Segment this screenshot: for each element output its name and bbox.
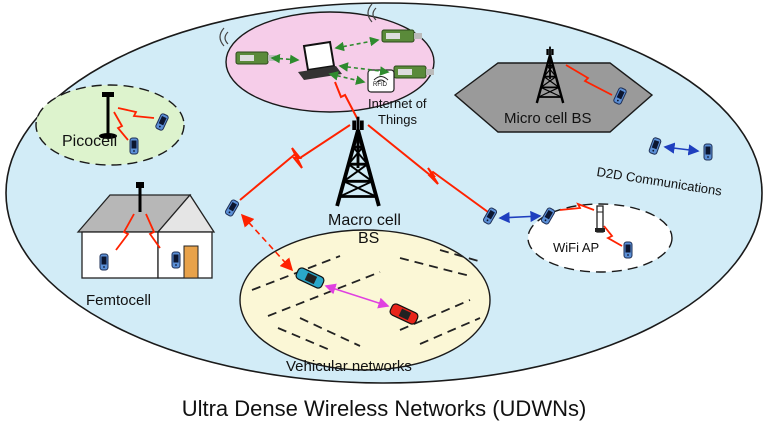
femto-link-2 (145, 213, 161, 249)
macro-link-bolt-left (291, 147, 303, 169)
vehicular-label: Vehicular networks (286, 358, 412, 375)
d2d-phone-icon-2 (703, 143, 713, 161)
car-red-icon (389, 303, 419, 325)
micro-link (565, 64, 613, 96)
picocell-region (35, 84, 185, 166)
wifi-d2d-arrow (498, 210, 542, 224)
pico-phone-icon-2 (129, 137, 139, 155)
wifi-phone-icon-2 (623, 241, 633, 259)
wifi-link-2 (603, 225, 623, 247)
wifi-signal-icon-2 (367, 3, 377, 23)
rfid-label: RFID (373, 82, 387, 88)
iot-label-line1: Internet of (368, 96, 427, 111)
road-markings (251, 249, 483, 351)
v2v-arrow (324, 283, 390, 309)
wifi-ap (595, 205, 605, 233)
femto-link-1 (115, 213, 135, 251)
wifi-ap-label: WiFi AP (553, 240, 600, 255)
d2d-arrow (663, 142, 700, 156)
micro-cell-label: Micro cell BS (504, 110, 592, 127)
iot-links (270, 36, 390, 85)
vehicular-region (239, 229, 491, 371)
picocell-bs (99, 92, 117, 139)
pico-link-1 (117, 107, 155, 119)
pico-link-2 (113, 111, 129, 141)
iot-label-line2: Things (378, 112, 418, 127)
v2i-link (240, 213, 294, 272)
femtocell-house (76, 182, 216, 279)
laptop-icon (298, 40, 342, 80)
rfid-reader-icon (367, 69, 395, 93)
macro-cell-label-line2: BS (358, 230, 380, 247)
macro-link-bolt-right (427, 167, 439, 185)
wifi-region (527, 203, 673, 273)
femtocell-label: Femtocell (86, 292, 152, 309)
car-blue-icon (295, 267, 325, 289)
macro-cell-label-line1: Macro cell (328, 212, 401, 229)
wifi-link-1 (559, 202, 595, 211)
femto-phone-icon-2 (171, 251, 181, 269)
diagram-caption: Ultra Dense Wireless Networks (UDWNs) (181, 396, 587, 421)
femto-phone-icon-1 (99, 253, 109, 271)
wifi-signal-icon-1 (219, 27, 229, 47)
picocell-label: Picocell (62, 133, 118, 150)
